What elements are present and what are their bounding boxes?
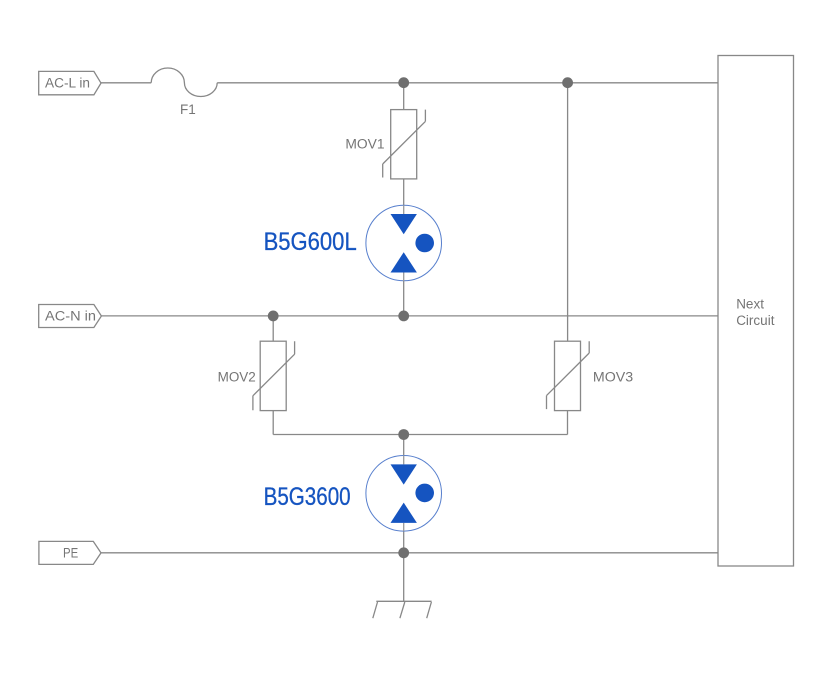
svg-text:PE: PE xyxy=(63,546,78,561)
svg-text:B5G600L: B5G600L xyxy=(264,228,357,256)
svg-text:AC-N in: AC-N in xyxy=(45,309,96,324)
svg-text:MOV3: MOV3 xyxy=(593,370,633,385)
svg-text:MOV2: MOV2 xyxy=(218,369,256,384)
svg-text:F1: F1 xyxy=(180,102,196,117)
svg-text:B5G3600: B5G3600 xyxy=(264,483,351,511)
svg-text:MOV1: MOV1 xyxy=(345,136,384,151)
svg-text:Circuit: Circuit xyxy=(736,313,775,328)
svg-text:AC-L in: AC-L in xyxy=(45,76,90,91)
svg-text:Next: Next xyxy=(736,296,764,311)
